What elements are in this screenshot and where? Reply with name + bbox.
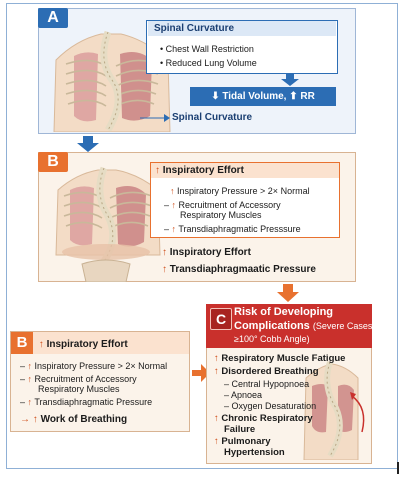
item-text: Chronic Respiratory (221, 413, 313, 424)
dash-glyph: – (224, 379, 230, 389)
c-sub-central-hypopnoea: – Central Hypopnoea (224, 379, 309, 389)
bullet-lung-volume: • Reduced Lung Volume (160, 58, 257, 68)
b-item-pressure: ↑ Inspiratory Pressure > 2× Normal (170, 186, 310, 196)
bullet-text: Reduced Lung Volume (165, 58, 257, 68)
item-text: Pulmonary (221, 436, 271, 447)
item-text: Disordered Breathing (221, 366, 319, 377)
item-text: Inspiratory Pressure > 2× Normal (177, 186, 310, 196)
panel-c-header (206, 304, 372, 348)
label-text: Transdiaphragmaatic Pressure (169, 264, 316, 275)
bullet-text: Chest Wall Restriction (165, 44, 254, 54)
item-text: Inspiratory Pressure > 2× Normal (34, 361, 168, 371)
dash-glyph: – (20, 374, 26, 384)
arrow-right-icon: → (20, 414, 30, 425)
c-title-line2: Complications (Severe Cases (234, 320, 372, 333)
sub-item-text: Central Hypopnoea (231, 379, 310, 389)
item-text: Respiratory Muscle Fatigue (221, 353, 346, 364)
footer-text: Work of Breathing (40, 414, 128, 425)
c-item-pulmonary-line2: Hypertension (224, 447, 285, 458)
c-note-line1: (Severe Cases (312, 321, 373, 331)
c-sub-apnoea: – Apnoea (224, 390, 262, 400)
pointer-line-a (140, 114, 170, 122)
up-arrow-icon: ↑ (27, 361, 33, 371)
c-sub-oxygen-desaturation: – Oxygen Desaturation (224, 401, 316, 411)
up-arrow-icon: ↑ (162, 247, 167, 258)
up-arrow-icon: ↑ (171, 224, 177, 234)
up-arrow-icon: ↑ (27, 397, 33, 407)
up-arrow-icon: ↑ (214, 353, 219, 364)
up-arrow-icon: ↑ (155, 165, 160, 176)
b-item-recruitment-line2: Respiratory Muscles (180, 210, 262, 220)
b2-item-recruitment: – ↑ Recruitment of Accessory (20, 374, 137, 384)
c-note-line2: ≥100° Cobb Angle) (234, 334, 310, 344)
arrow-down-a (281, 74, 299, 86)
up-arrow-icon: ↑ (214, 413, 219, 424)
spinal-curvature-header: Spinal Curvature (148, 21, 336, 36)
b2-footer: → ↑ Work of Breathing (20, 414, 127, 426)
dash-glyph: – (224, 390, 230, 400)
spine-thorax-illustration-b (55, 166, 161, 282)
b2-item-pressure: – ↑ Inspiratory Pressure > 2× Normal (20, 361, 167, 371)
b-label-inspiratory: ↑ Inspiratory Effort (162, 247, 251, 259)
dash-glyph: – (20, 397, 26, 407)
spine-thorax-illustration-a (53, 30, 171, 132)
item-text: Transdiaphragmatic Presssure (178, 224, 301, 234)
dash-glyph: – (224, 401, 230, 411)
c-item-muscle-fatigue: ↑ Respiratory Muscle Fatigue (214, 353, 346, 365)
dash-glyph: – (164, 224, 170, 234)
b2-item-recruitment-line2: Respiratory Muscles (38, 384, 120, 394)
up-arrow-icon: ↑ (214, 436, 219, 447)
sub-item-text: Oxygen Desaturation (231, 401, 317, 411)
sub-item-text: Apnoea (231, 390, 263, 400)
up-arrow-icon: ↑ (214, 366, 219, 377)
dash-glyph: – (20, 361, 26, 371)
text-cursor (397, 462, 399, 474)
panel-c-badge: C (210, 308, 232, 330)
scoliosis-figure-c (303, 361, 365, 460)
b-label-transdiaphragmatic: ↑ Transdiaphragmaatic Pressure (162, 264, 316, 276)
b2-item-transdiaphragmatic: – ↑ Transdiaphragmatic Pressure (20, 397, 152, 407)
spinal-curvature-label: Spinal Curvature (172, 112, 253, 123)
b2-header: B ↑ Inspiratory Effort (11, 332, 189, 354)
c-item-pulmonary: ↑ Pulmonary (214, 436, 271, 448)
up-arrow-icon: ↑ (38, 339, 44, 350)
c-item-chronic-respiratory-line2: Failure (224, 424, 256, 435)
bullet-chest-wall: • Chest Wall Restriction (160, 44, 254, 54)
arrow-b-to-c (277, 284, 299, 302)
c-title-line1: Risk of Developing (234, 306, 334, 318)
up-arrow-icon: ↑ (32, 414, 38, 425)
up-arrow-icon: ↑ (162, 264, 167, 275)
item-text: Recruitment of Accessory (34, 374, 137, 384)
arrow-a-to-b (77, 136, 99, 152)
panel-b-badge: B (38, 152, 68, 172)
up-arrow-icon: ↑ (27, 374, 33, 384)
panel-b2-badge: B (11, 332, 33, 354)
b-item-recruitment: – ↑ Recruitment of Accessory (164, 200, 281, 210)
panel-a-badge: A (38, 8, 68, 28)
c-item-disordered-breathing: ↑ Disordered Breathing (214, 366, 319, 378)
item-text: Transdiaphragmatic Pressure (34, 397, 153, 407)
arrow-b2-to-c (192, 364, 210, 382)
dash-glyph: – (164, 200, 170, 210)
bullet-glyph: • (160, 58, 164, 68)
tidal-volume-box: ⬇ Tidal Volume, ⬆ RR (190, 87, 336, 106)
inspiratory-effort-header: ↑ Inspiratory Effort (151, 163, 339, 178)
header-text: Inspiratory Effort (162, 165, 244, 176)
item-text: Recruitment of Accessory (178, 200, 281, 210)
b-item-transdiaphragmatic: – ↑ Transdiaphragmatic Presssure (164, 224, 301, 234)
b2-header-text: Inspiratory Effort (46, 339, 128, 350)
up-arrow-icon: ↑ (171, 200, 177, 210)
label-text: Inspiratory Effort (169, 247, 251, 258)
bullet-glyph: • (160, 44, 164, 54)
up-arrow-icon: ↑ (170, 186, 175, 196)
c-title-text: Complications (234, 320, 310, 332)
c-item-chronic-respiratory: ↑ Chronic Respiratory (214, 413, 313, 425)
